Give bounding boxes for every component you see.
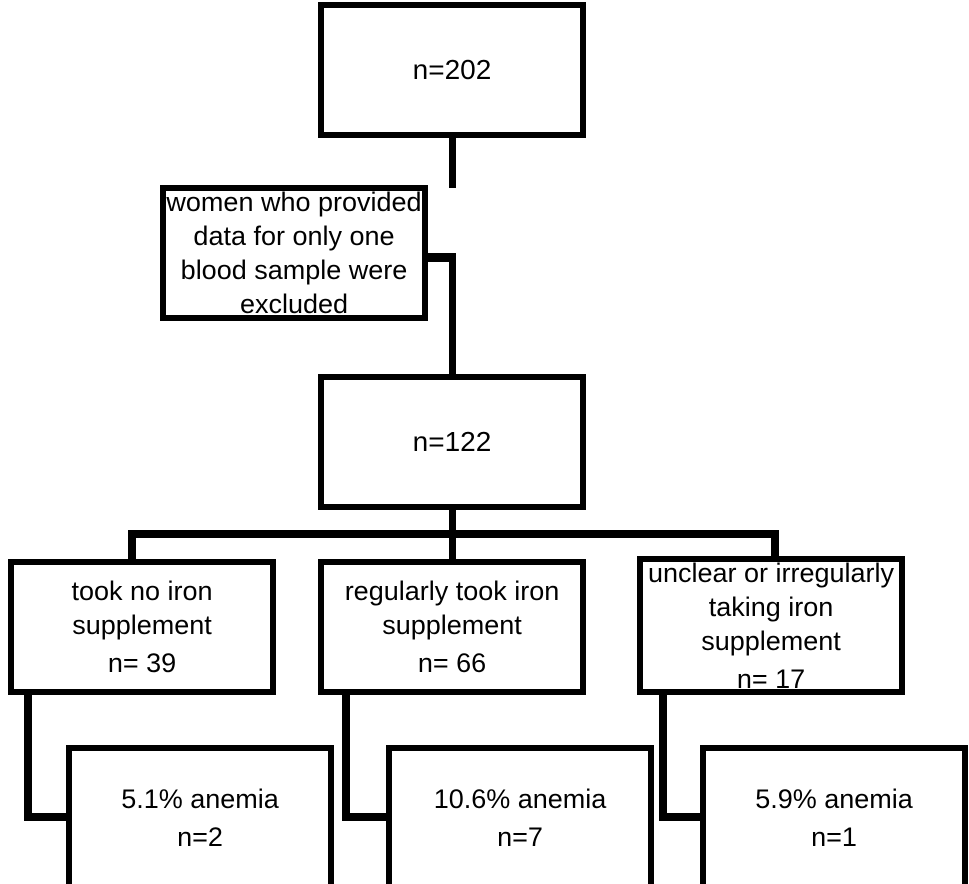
node-group-unclear-iron-supplement-line2: taking iron xyxy=(708,591,834,622)
connector-branch-horizontal-bar xyxy=(128,530,779,538)
node-outcome-anemia-no-iron-count: n=2 xyxy=(177,821,223,852)
connector-branch-drop-no-iron xyxy=(128,530,136,565)
node-outcome-anemia-unclear-iron-count: n=1 xyxy=(811,821,857,852)
node-outcome-anemia-regular-iron: 10.6% anemia n=7 xyxy=(386,745,654,884)
node-group-unclear-iron-supplement-line1: unclear or irregularly xyxy=(647,557,895,588)
connector-no-iron-to-anemia-stub xyxy=(24,813,72,821)
node-excluded-criteria: women who provided data for only one blo… xyxy=(160,185,428,321)
connector-no-iron-to-anemia-drop xyxy=(24,693,32,821)
node-excluded-criteria-line4: excluded xyxy=(239,289,349,319)
connector-unclear-iron-to-anemia-drop xyxy=(659,693,667,821)
node-total-cohort: n=202 xyxy=(318,2,586,138)
node-group-no-iron-supplement-count: n= 39 xyxy=(107,648,177,678)
node-group-unclear-iron-supplement-line3: supplement xyxy=(701,625,841,656)
node-group-unclear-iron-supplement-count: n= 17 xyxy=(736,663,806,694)
node-total-cohort-value: n=202 xyxy=(412,54,492,85)
connector-regular-iron-to-anemia-stub xyxy=(342,813,392,821)
connector-total-to-included-upper xyxy=(449,136,456,188)
node-excluded-criteria-line3: blood sample were xyxy=(180,255,408,285)
node-excluded-criteria-line2: data for only one xyxy=(193,221,395,251)
node-outcome-anemia-unclear-iron: 5.9% anemia n=1 xyxy=(700,745,968,884)
connector-total-to-included-lower xyxy=(449,253,456,376)
node-outcome-anemia-regular-iron-count: n=7 xyxy=(497,821,543,852)
node-group-regular-iron-supplement-line2: supplement xyxy=(382,610,522,640)
connector-excluded-stub xyxy=(422,253,456,262)
node-outcome-anemia-unclear-iron-rate: 5.9% anemia xyxy=(755,783,913,814)
node-included-cohort-value: n=122 xyxy=(412,426,492,457)
node-group-no-iron-supplement-line1: took no iron xyxy=(71,576,213,606)
node-group-no-iron-supplement: took no iron supplement n= 39 xyxy=(8,559,276,695)
node-group-regular-iron-supplement: regularly took iron supplement n= 66 xyxy=(318,559,586,695)
node-outcome-anemia-no-iron-rate: 5.1% anemia xyxy=(121,783,279,814)
node-outcome-anemia-no-iron: 5.1% anemia n=2 xyxy=(66,745,334,884)
node-group-regular-iron-supplement-count: n= 66 xyxy=(417,648,487,678)
node-included-cohort: n=122 xyxy=(318,374,586,510)
node-group-unclear-iron-supplement: unclear or irregularly taking iron suppl… xyxy=(637,556,905,695)
connector-branch-drop-unclear-iron xyxy=(771,530,779,563)
node-group-no-iron-supplement-line2: supplement xyxy=(72,610,212,640)
connector-regular-iron-to-anemia-drop xyxy=(342,693,350,821)
connector-unclear-iron-to-anemia-stub xyxy=(659,813,706,821)
node-outcome-anemia-regular-iron-rate: 10.6% anemia xyxy=(433,783,607,814)
node-group-regular-iron-supplement-line1: regularly took iron xyxy=(344,576,560,606)
node-excluded-criteria-line1: women who provided xyxy=(166,187,422,217)
